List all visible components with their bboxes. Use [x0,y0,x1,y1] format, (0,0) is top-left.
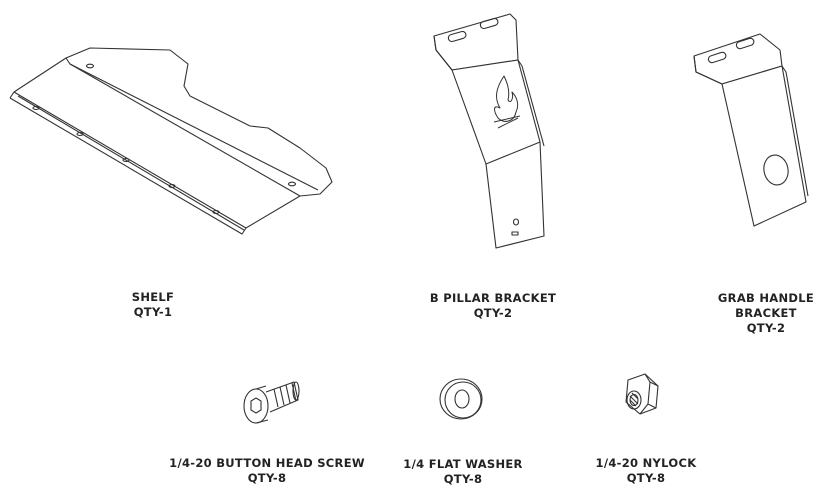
shelf-drawing [9,47,333,235]
grab-handle-bracket-label: GRAB HANDLE BRACKET QTY-2 [706,291,826,336]
b-pillar-bracket-drawing [433,13,545,249]
flame-logo-icon [493,75,521,129]
nylock-nut-drawing [625,373,659,415]
grab-handle-bracket-qty: QTY-2 [746,321,786,335]
grab-handle-bracket-name-line2: BRACKET [735,306,797,320]
flat-washer-drawing [439,378,483,420]
grab-handle-bracket-drawing [693,33,809,227]
shelf-qty: QTY-1 [133,305,173,319]
screw-qty: QTY-8 [247,471,287,485]
b-pillar-bracket-label: B PILLAR BRACKET QTY-2 [413,291,573,321]
washer-name: 1/4 FLAT WASHER [403,457,523,471]
shelf-label: SHELF QTY-1 [103,290,203,320]
grab-handle-bracket-name-line1: GRAB HANDLE [717,291,815,305]
nylock-label: 1/4-20 NYLOCK QTY-8 [586,456,706,486]
nylock-qty: QTY-8 [626,471,666,485]
b-pillar-bracket-name: B PILLAR BRACKET [429,291,557,305]
b-pillar-bracket-qty: QTY-2 [473,306,513,320]
washer-label: 1/4 FLAT WASHER QTY-8 [393,457,533,487]
shelf-name: SHELF [131,290,175,304]
washer-qty: QTY-8 [443,472,483,486]
nylock-name: 1/4-20 NYLOCK [595,456,697,470]
screw-name: 1/4-20 BUTTON HEAD SCREW [169,456,365,470]
screw-label: 1/4-20 BUTTON HEAD SCREW QTY-8 [162,456,372,486]
button-head-screw-drawing [243,381,300,424]
